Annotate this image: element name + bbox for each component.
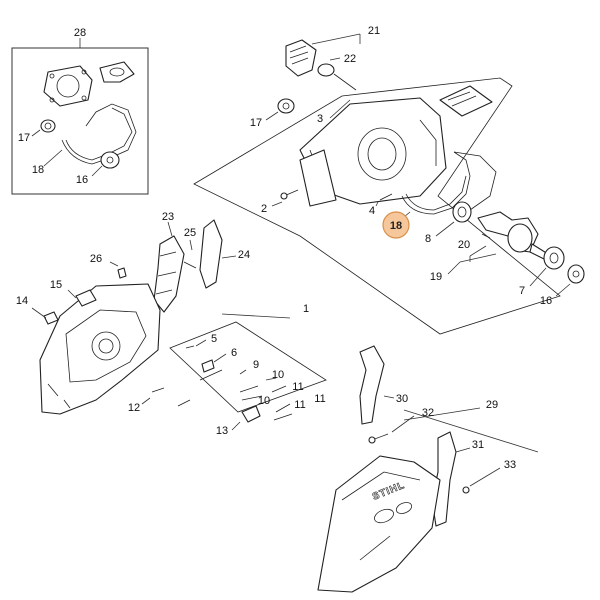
label-19[interactable]: 19	[430, 271, 442, 283]
screw-14	[43, 311, 59, 325]
decal	[439, 85, 493, 117]
group-outline-screws	[169, 321, 327, 413]
label-30[interactable]: 30	[396, 393, 408, 405]
stud-15	[75, 289, 97, 307]
label-18-highlight[interactable]: 18	[390, 220, 402, 232]
ball-bearing-8	[452, 201, 472, 223]
label-3[interactable]: 3	[317, 113, 323, 125]
spike-30	[359, 345, 385, 425]
label-6[interactable]: 6	[231, 347, 237, 359]
group-outline-crankcase	[193, 77, 561, 335]
oil-pump-group: 21 22 17 3	[250, 25, 493, 129]
gasket-kit-inset: 28 17 18 16	[11, 27, 149, 195]
highlight-callout-18[interactable]: 18	[382, 211, 411, 239]
crankcase-group	[193, 77, 561, 335]
label-16-inset[interactable]: 16	[76, 174, 88, 186]
gasket-small	[99, 61, 135, 83]
gasket-plate	[43, 65, 93, 107]
label-20[interactable]: 20	[458, 239, 470, 251]
label-24[interactable]: 24	[238, 249, 250, 261]
ball-bearing-7	[543, 246, 565, 270]
label-32[interactable]: 32	[422, 407, 434, 419]
label-12[interactable]: 12	[128, 402, 140, 414]
label-18-inset[interactable]: 18	[32, 164, 44, 176]
label-22[interactable]: 22	[344, 53, 356, 65]
label-28[interactable]: 28	[74, 27, 86, 39]
label-9[interactable]: 9	[253, 359, 259, 371]
label-5[interactable]: 5	[211, 333, 217, 345]
nut-26	[117, 267, 127, 279]
label-23[interactable]: 23	[162, 211, 174, 223]
label-11a[interactable]: 11	[292, 381, 303, 393]
label-29[interactable]: 29	[486, 399, 498, 411]
label-25[interactable]: 25	[184, 227, 196, 239]
sleeve-6	[201, 359, 215, 373]
spike-24-25-26: 23 25 24 26	[90, 211, 250, 313]
label-8[interactable]: 8	[425, 233, 431, 245]
sprocket-cover	[317, 455, 441, 593]
bumper-24	[199, 219, 223, 289]
crankcase-gasket-inset	[61, 103, 137, 165]
crankcase-flange	[299, 149, 337, 207]
label-10b[interactable]: 10	[258, 395, 270, 407]
oil-seal-17-inset	[40, 119, 56, 133]
chain-sprocket-cover-group: 30 29 32 31 33 STIHL	[317, 345, 539, 593]
screws-2-4: 2 4	[261, 189, 393, 217]
crankcase-half-left: 15 14	[16, 279, 161, 415]
label-4[interactable]: 4	[369, 205, 375, 217]
oil-pump	[285, 39, 317, 77]
label-16[interactable]: 16	[540, 295, 552, 307]
label-7[interactable]: 7	[519, 285, 525, 297]
oil-seal-17	[277, 98, 295, 114]
label-13[interactable]: 13	[216, 425, 228, 437]
bumper-spike-23	[153, 235, 185, 313]
label-26[interactable]: 26	[90, 253, 102, 265]
label-33[interactable]: 33	[504, 459, 516, 471]
label-2[interactable]: 2	[261, 203, 267, 215]
label-1[interactable]: 1	[303, 303, 309, 315]
label-15[interactable]: 15	[50, 279, 62, 291]
oil-seal-16	[567, 264, 585, 284]
crankshaft-group: 8 20 19 7 16	[425, 201, 585, 307]
label-11b[interactable]: 11	[294, 399, 305, 411]
label-17-inset[interactable]: 17	[18, 132, 30, 144]
label-11c[interactable]: 11	[314, 393, 325, 405]
oil-pump-seal	[317, 63, 335, 77]
screws-group-5-13: 5 6 9 10 11 10 11 11 12 13 1	[128, 303, 327, 437]
label-17[interactable]: 17	[250, 117, 262, 129]
washer-16-inset	[100, 151, 120, 169]
label-21[interactable]: 21	[368, 25, 380, 37]
highlight-circle[interactable]	[382, 211, 410, 239]
label-14[interactable]: 14	[16, 295, 28, 307]
stud-13	[241, 405, 261, 423]
label-31[interactable]: 31	[472, 439, 484, 451]
label-10a[interactable]: 10	[272, 369, 284, 381]
crankcase-gasket	[401, 151, 471, 215]
